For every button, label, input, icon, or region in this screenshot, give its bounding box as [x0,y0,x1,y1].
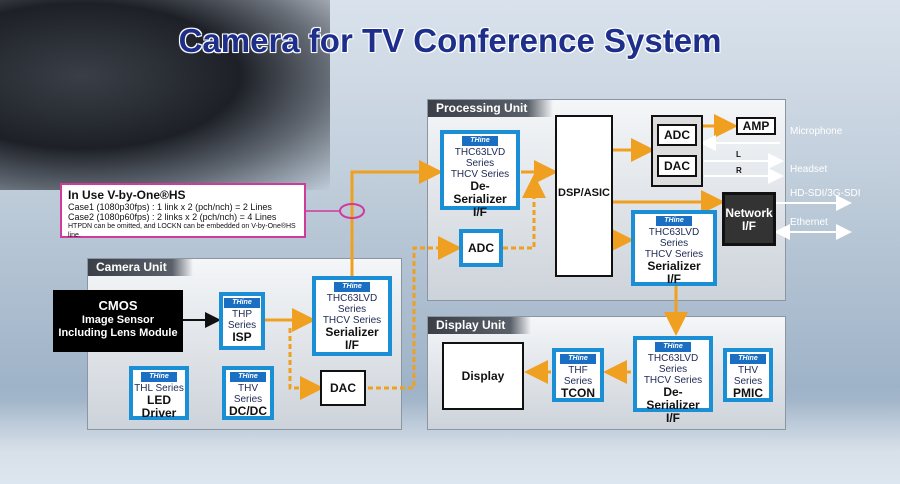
dcdc-name: DC/DC [229,404,267,418]
pmic-series: THV [738,365,758,376]
dac-block: DAC [657,155,697,177]
adc-in-label: ADC [468,241,494,255]
tcon-series-label: Series [563,376,593,387]
dsp-asic-label: DSP/ASIC [558,187,610,199]
pmic-block: THine THV Series PMIC [723,348,773,402]
adc-label: ADC [664,128,690,142]
camera-serializer-block: THine THC63LVD Series THCV Series Serial… [312,276,392,356]
conference-photo [0,0,330,190]
pmic-name: PMIC [733,386,763,400]
led-driver: Driver [141,406,177,420]
serializer-to-deserializer-link [350,160,443,276]
disp-deserializer-series-2: Series [658,364,688,375]
adc-to-dsp-dashed [503,174,546,250]
pmic-series-label: Series [733,376,763,387]
processing-unit-heading: Processing Unit [428,100,554,117]
ethernet-label: Ethernet [790,217,828,228]
proc-serializer-name: Serializer [647,259,701,273]
isp-to-dac-dashed [288,328,324,400]
thine-badge: THine [655,342,691,352]
headset-label: Headset [790,164,828,175]
deserializer-series-1: THC63LVD [454,147,506,158]
dsp-asic-block: DSP/ASIC [555,115,613,277]
tcon-block: THine THF Series TCON [552,348,604,402]
thine-badge: THine [141,372,177,382]
amp-block: AMP [736,117,776,135]
led-name: LED [147,393,171,407]
camera-unit-heading: Camera Unit [88,259,193,276]
deserializer-if: I/F [473,205,487,219]
cmos-block: CMOS Image Sensor Including Lens Module [53,290,183,352]
adc-block: ADC [657,124,697,146]
disp-deserializer-if: I/F [666,411,680,425]
note-case2: Case2 (1080p60fps) : 2 links x 2 (pch/nc… [68,212,277,222]
deserializer-name: De-Serializer [453,179,507,206]
dac-to-adc-dashed [368,236,462,390]
microphone-label: Microphone [790,126,843,137]
proc-serializer-series-2: Series [659,238,689,249]
camera-dac-block: DAC [320,370,366,406]
dcdc-series-label: Series [233,394,263,405]
serializer-series-2: Series [337,304,367,315]
isp-name: ISP [232,330,252,344]
note-heading: In Use V-by-One®HS [68,188,186,202]
sdi-label: HD-SDI/3G-SDI [790,188,861,199]
disp-deserializer-series-1: THC63LVD [647,353,699,364]
cmos-subtitle: Image Sensor [81,314,155,326]
tcon-name: TCON [561,386,595,400]
proc-serializer-if: I/F [667,272,681,286]
deserializer-series-2: Series [465,158,495,169]
led-driver-block: THine THL Series LED Driver [129,366,189,420]
network-if-block: Network I/F [722,192,776,246]
disp-deserializer-name: De-Serializer [646,385,700,412]
processing-deserializer-block: THine THC63LVD Series THCV Series De-Ser… [440,130,520,219]
thine-badge: THine [730,354,766,364]
network-if: I/F [742,219,756,233]
note-case1: Case1 (1080p30fps) : 1 link x 2 (pch/nch… [68,202,272,212]
page-title: Camera for TV Conference System [178,22,722,59]
display-label: Display [461,369,505,383]
cmos-lens: Including Lens Module [58,327,178,339]
deserializer-series-3: THCV Series [450,169,510,180]
isp-block: THine THP Series ISP [219,292,265,350]
dac-label: DAC [664,159,690,173]
proc-serializer-series-1: THC63LVD [648,227,700,238]
processing-adc-in-block: ADC [459,229,503,267]
tcon-series: THF [568,365,588,376]
serializer-series-1: THC63LVD [326,293,378,304]
camera-dac-label: DAC [330,381,356,395]
serializer-name: Serializer [325,325,379,339]
dcdc-block: THine THV Series DC/DC [222,366,274,420]
thine-badge: THine [334,282,370,292]
isp-series-label: Series [227,320,257,331]
display-unit-heading: Display Unit [428,317,532,334]
network-label: Network [725,206,773,220]
led-series: THL Series [134,383,184,394]
dcdc-series: THV [238,383,258,394]
note-footnote: HTPDN can be omitted, and LOCKN can be e… [68,223,296,239]
amp-label: AMP [742,119,770,133]
vbyone-note: In Use V-by-One®HS Case1 (1080p30fps) : … [60,183,306,239]
display-deserializer-block: THine THC63LVD Series THCV Series De-Ser… [633,336,713,425]
serializer-if: I/F [345,338,359,352]
serializer-series-3: THCV Series [322,315,382,326]
thine-badge: THine [224,298,260,308]
processing-serializer-block: THine THC63LVD Series THCV Series Serial… [631,210,717,286]
thine-badge: THine [462,136,498,146]
thine-badge: THine [656,216,692,226]
isp-series: THP [232,309,252,320]
proc-serializer-series-3: THCV Series [644,249,704,260]
headset-r-label: R [736,166,742,175]
headset-l-label: L [736,150,741,159]
display-block: Display [442,342,524,410]
thine-badge: THine [560,354,596,364]
thine-badge: THine [230,372,266,382]
disp-deserializer-series-3: THCV Series [643,375,703,386]
cmos-title: CMOS [98,298,138,313]
